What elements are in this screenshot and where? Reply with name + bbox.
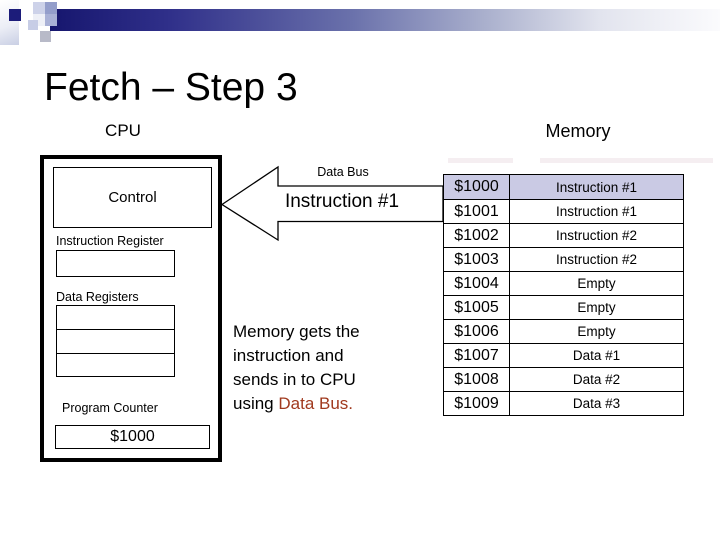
- memory-address-cell: $1009: [444, 392, 510, 415]
- memory-value-cell: Empty: [577, 300, 616, 315]
- memory-address-cell: $1008: [444, 368, 510, 391]
- caption-line4-prefix: using: [233, 394, 279, 413]
- memory-address-cell: $1007: [444, 344, 510, 367]
- memory-address-cell: $1004: [444, 272, 510, 295]
- decor-strip-above-table: [448, 158, 513, 163]
- data-registers-label: Data Registers: [56, 290, 139, 304]
- memory-value-cell: Instruction #2: [555, 252, 638, 267]
- page-title: Fetch – Step 3: [44, 66, 298, 109]
- memory-table-row: $1003 Instruction #2: [444, 247, 683, 271]
- program-counter-box: $1000: [55, 425, 210, 449]
- memory-address-cell: $1006: [444, 320, 510, 343]
- caption-line: Memory gets the: [233, 322, 360, 341]
- memory-table-row: $1002 Instruction #2: [444, 223, 683, 247]
- caption-line: using Data Bus.: [233, 392, 413, 416]
- data-register-cell: [57, 306, 174, 329]
- memory-table-row: $1004 Empty: [444, 271, 683, 295]
- data-register-cell: [57, 329, 174, 352]
- caption-line: instruction and: [233, 346, 344, 365]
- data-bus-label: Data Bus: [317, 165, 369, 179]
- caption-text: Memory gets the instruction and sends in…: [233, 320, 413, 416]
- memory-value-cell: Data #2: [572, 372, 621, 387]
- data-register-cell: [57, 352, 174, 376]
- header-gradient-bar: [50, 9, 720, 31]
- program-counter-value: $1000: [110, 428, 155, 445]
- decor-strip-above-table: [540, 158, 713, 163]
- control-unit-label: Control: [108, 189, 157, 206]
- memory-address-cell: $1000: [444, 175, 510, 199]
- memory-value-cell: Instruction #1: [555, 179, 638, 195]
- memory-address-cell: $1005: [444, 296, 510, 319]
- memory-address-cell: $1001: [444, 200, 510, 223]
- memory-table-row: $1006 Empty: [444, 319, 683, 343]
- instruction-register-box: [56, 250, 175, 277]
- caption-line: sends in to CPU: [233, 370, 356, 389]
- memory-table-row: $1009 Data #3: [444, 391, 683, 415]
- cpu-section-label: CPU: [105, 121, 141, 140]
- memory-value-cell: Empty: [577, 276, 616, 291]
- memory-value-cell: Data #3: [572, 396, 621, 411]
- memory-table-row: $1000 Instruction #1: [444, 175, 683, 199]
- decor-square: [9, 9, 21, 21]
- memory-table: $1000 Instruction #1 $1001 Instruction #…: [443, 174, 684, 416]
- data-bus-value: Instruction #1: [284, 191, 400, 212]
- memory-address-cell: $1002: [444, 224, 510, 247]
- decor-square: [33, 2, 45, 14]
- decor-square: [45, 14, 57, 26]
- caption-highlight-data-bus: Data Bus.: [278, 394, 354, 413]
- memory-address-cell: $1003: [444, 248, 510, 271]
- program-counter-label: Program Counter: [62, 401, 158, 415]
- decor-square: [28, 20, 38, 30]
- memory-table-row: $1001 Instruction #1: [444, 199, 683, 223]
- memory-table-row: $1005 Empty: [444, 295, 683, 319]
- memory-section-label: Memory: [545, 121, 611, 141]
- memory-table-row: $1008 Data #2: [444, 367, 683, 391]
- memory-value-cell: Instruction #1: [555, 204, 638, 219]
- decor-square: [45, 2, 57, 14]
- memory-table-row: $1007 Data #1: [444, 343, 683, 367]
- memory-value-cell: Empty: [577, 324, 616, 339]
- data-registers-stack: [56, 305, 175, 377]
- memory-value-cell: Data #1: [572, 348, 621, 363]
- control-unit-box: Control: [53, 167, 212, 228]
- decor-square: [40, 31, 51, 42]
- memory-value-cell: Instruction #2: [555, 228, 638, 243]
- decor-strip-left: [0, 0, 19, 45]
- instruction-register-label: Instruction Register: [56, 234, 164, 248]
